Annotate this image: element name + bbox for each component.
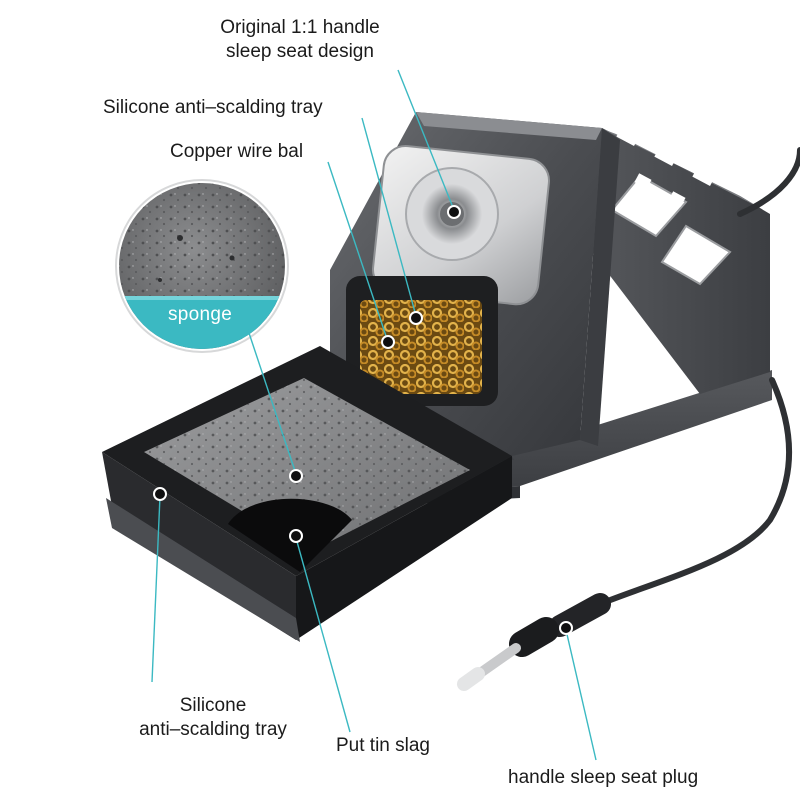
label-handle-sleep-seat-design: Original 1:1 handle sleep seat design (190, 16, 410, 64)
callout-dot-seat (447, 205, 461, 219)
label-silicone-tray-bottom: Silicone anti–scalding tray (118, 694, 308, 742)
callout-dot-plug (559, 621, 573, 635)
label-sponge: sponge (168, 304, 233, 325)
callout-dot-copper (381, 335, 395, 349)
copper-wire-ball (360, 300, 482, 394)
callout-dot-tray (409, 311, 423, 325)
callout-dots (153, 205, 573, 635)
callout-dot-tin (289, 529, 303, 543)
sponge-zoom-circle (115, 179, 289, 353)
label-silicone-tray-top: Silicone anti–scalding tray (103, 97, 323, 118)
label-line: Original 1:1 handle (220, 17, 380, 38)
upper-silicone-tray (346, 276, 498, 406)
label-line: sleep seat design (226, 41, 374, 62)
label-tin-slag: Put tin slag (336, 735, 430, 756)
cable-and-plug (457, 147, 800, 691)
label-sleep-seat-plug: handle sleep seat plug (508, 767, 699, 788)
callout-dot-sponge (289, 469, 303, 483)
front-silicone-tray (102, 346, 512, 642)
callout-dot-front-tray (153, 487, 167, 501)
label-copper-wire: Copper wire bal (170, 141, 304, 162)
label-line: Silicone (179, 695, 247, 716)
label-line: anti–scalding tray (139, 719, 287, 740)
callout-lines (151, 69, 597, 761)
